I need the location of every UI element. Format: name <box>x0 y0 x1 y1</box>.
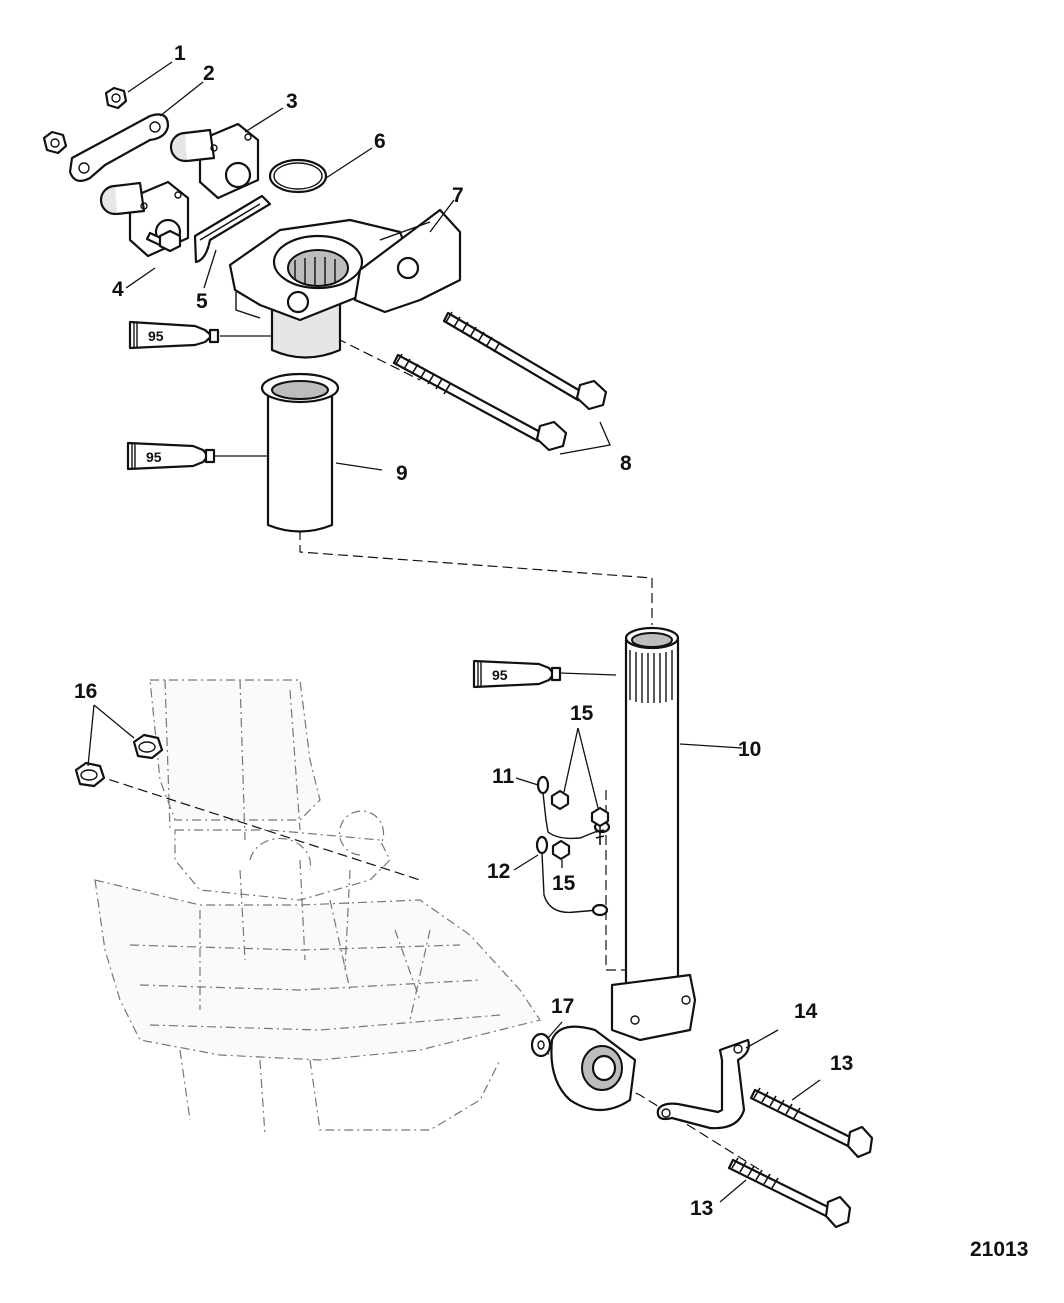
callout-13-upper: 13 <box>830 1052 853 1075</box>
callout-1: 1 <box>174 42 186 65</box>
long-bolt-part-8-upper <box>442 311 608 411</box>
callout-15-upper: 15 <box>570 702 594 725</box>
lubricant-code-3: 95 <box>492 667 508 683</box>
nut-part-1b <box>42 130 68 155</box>
callout-13-lower: 13 <box>690 1197 713 1220</box>
callout-11: 11 <box>492 765 515 788</box>
nut-part-1 <box>104 86 128 110</box>
screw-part-15-a <box>550 789 570 811</box>
leader-lines <box>87 61 821 1203</box>
lubricant-tube-1: 95 <box>128 320 220 350</box>
callout-5: 5 <box>196 290 208 313</box>
bracket-plate-part-2 <box>68 113 170 183</box>
callout-labels: 1 2 3 4 5 6 7 8 9 10 11 12 13 13 14 15 1… <box>74 42 1028 1261</box>
callout-6: 6 <box>374 130 386 153</box>
clamp-part-14 <box>656 1038 750 1130</box>
callout-9: 9 <box>396 462 408 485</box>
bolt-part-13-upper <box>749 1087 874 1159</box>
callout-16: 16 <box>74 680 97 703</box>
retainer-part-5 <box>193 194 272 264</box>
long-bolt-part-8-lower <box>392 353 568 452</box>
callout-4: 4 <box>112 278 124 301</box>
mount-part-3-lower <box>99 180 190 258</box>
bolt-part-4 <box>145 229 182 253</box>
callout-14: 14 <box>794 1000 818 1023</box>
callout-3: 3 <box>286 90 298 113</box>
bolt-part-13-lower <box>727 1157 852 1229</box>
callout-12: 12 <box>487 860 510 883</box>
screw-part-15-b <box>590 806 610 845</box>
ground-wire-part-12 <box>535 835 609 917</box>
steering-tube-part-10 <box>550 626 697 1111</box>
callout-17: 17 <box>551 995 574 1018</box>
mount-part-3-upper <box>169 122 260 200</box>
lubricant-tube-2: 95 <box>126 441 216 471</box>
cap-part-16-a <box>132 733 164 760</box>
lubricant-code-2: 95 <box>146 449 162 465</box>
lubricant-code-1: 95 <box>148 328 164 344</box>
washer-part-17 <box>530 1032 552 1058</box>
swivel-bracket-part-7 <box>228 208 462 359</box>
cap-part-16-b <box>74 761 106 788</box>
screw-part-15-c <box>551 839 571 861</box>
figure-id-number: 21013 <box>970 1238 1028 1261</box>
o-ring-part-6 <box>268 158 328 194</box>
ground-wire-part-11 <box>536 775 611 840</box>
callout-8: 8 <box>620 452 632 475</box>
callout-10: 10 <box>738 738 761 761</box>
bushing-part-9 <box>260 372 340 533</box>
callout-15-lower: 15 <box>552 872 576 895</box>
callout-2: 2 <box>203 62 215 85</box>
driveshaft-housing-outline <box>94 679 541 1136</box>
callout-7: 7 <box>452 184 464 207</box>
lubricant-tube-3: 95 <box>472 659 562 689</box>
